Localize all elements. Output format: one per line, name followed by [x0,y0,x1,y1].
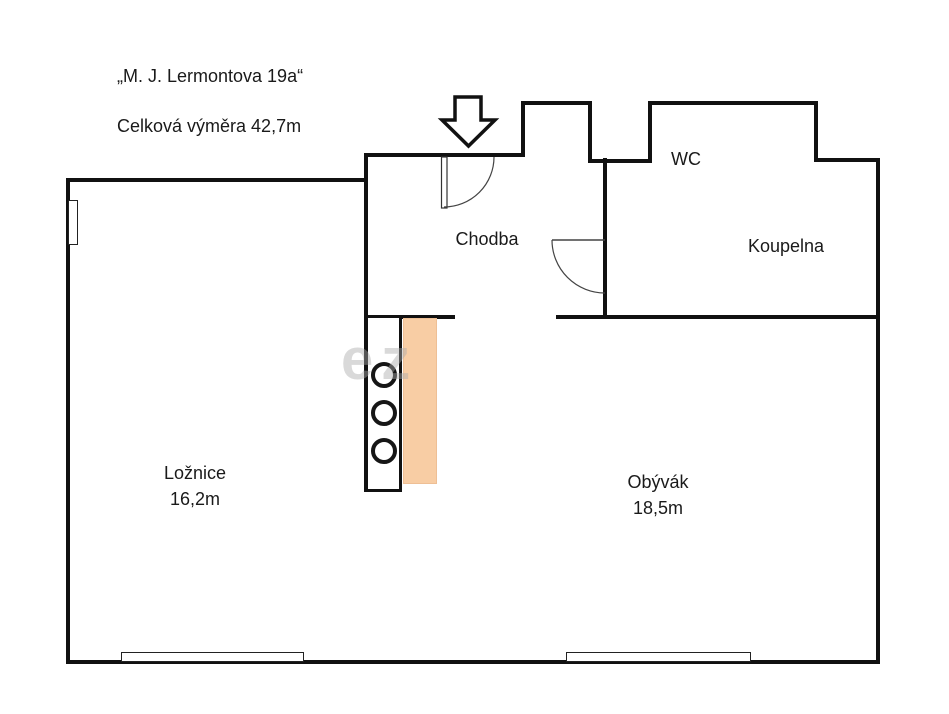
wall-kitchen-top [366,315,455,319]
wall-hallway-top [364,153,525,157]
wall-wc-left [648,101,652,163]
room-label-loznice: Ložnice 16,2m [135,460,255,512]
room-name: Obývák [627,472,689,492]
room-label-chodba: Chodba [455,229,519,249]
wall-bedroom-top [66,178,368,182]
left-wall-niche [68,200,78,245]
wall-right-outer [876,158,880,664]
plan-title: „M. J. Lermontova 19a“ [117,66,304,86]
wall-mid-top [588,159,652,163]
room-area: 16,2m [169,489,221,509]
room-area: 18,5m [632,498,684,518]
plan-total-area: Celková výměra 42,7m [117,116,302,136]
stove-burner-icon [371,438,397,464]
kitchen-unit [403,318,437,484]
room-label-koupelna: Koupelna [747,236,825,256]
stove-burner-icon [371,362,397,388]
window-right [566,652,751,662]
wall-nook-right [588,101,592,163]
wall-wc-top [648,101,818,105]
room-label-wc: WC [671,149,701,169]
entrance-door-arc [443,156,495,208]
wall-hall-bathroom [603,158,607,319]
wall-wc-right [814,101,818,162]
wall-nook-left [521,103,525,157]
wall-left-outer [66,178,70,664]
bathroom-door-arc [551,239,606,294]
window-left [121,652,304,662]
watermark-text: ez [341,327,419,392]
stove-burner-icon [371,400,397,426]
room-name: Ložnice [163,463,227,483]
wall-nook-top [521,101,592,105]
entrance-door-leaf [440,156,448,209]
room-label-obyvak: Obývák 18,5m [598,469,718,521]
wall-top-right [814,158,880,162]
wall-bottom-outer [66,660,880,664]
wall-bathroom-bottom [556,315,880,319]
entrance-arrow-icon [437,95,500,149]
